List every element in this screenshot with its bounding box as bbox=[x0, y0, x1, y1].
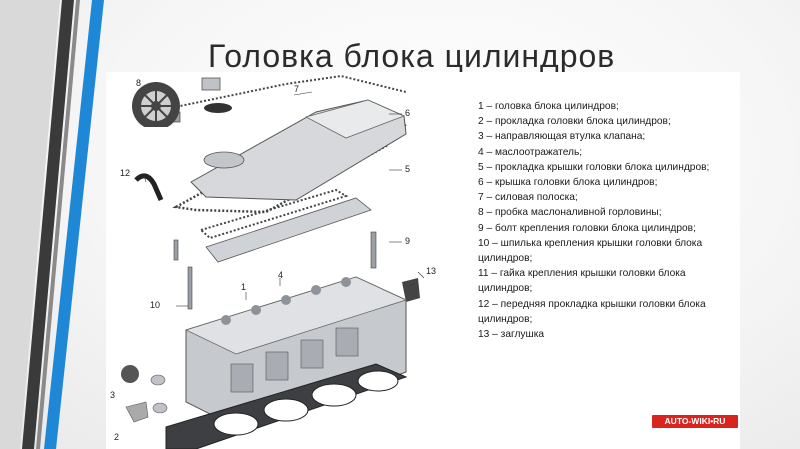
legend-item: 12 – передняя прокладка крышки головки б… bbox=[478, 298, 706, 325]
legend-item: 3 – направляющая втулка клапана; bbox=[478, 131, 646, 143]
part-label-6: 6 bbox=[405, 108, 411, 118]
watermark-label: AUTO-WIKI•RU bbox=[652, 415, 738, 428]
part-label-9: 9 bbox=[405, 236, 411, 246]
part-label-8: 8 bbox=[136, 78, 142, 88]
part-label-4: 4 bbox=[278, 270, 284, 280]
cylinder-head-figure: 11 7 6 12 5 9 13 1 4 10 2 3 8 1 – головк… bbox=[106, 72, 740, 449]
legend-item: 13 – заглушка bbox=[478, 329, 545, 341]
legend-item: 9 – болт крепления головки блока цилиндр… bbox=[478, 222, 696, 234]
part-label-13: 13 bbox=[426, 266, 437, 276]
legend-item: 4 – маслоотражатель; bbox=[478, 146, 583, 158]
slide-title: Головка блока цилиндров bbox=[208, 38, 616, 74]
decorative-stripes bbox=[0, 0, 104, 449]
part-label-5: 5 bbox=[405, 164, 411, 174]
wheel-logo-icon bbox=[132, 82, 180, 127]
part-label-12: 12 bbox=[120, 168, 131, 178]
legend-item: 2 – прокладка головки блока цилиндров; bbox=[478, 116, 671, 128]
legend-item: 5 – прокладка крышки головки блока цилин… bbox=[478, 161, 710, 173]
exploded-diagram bbox=[121, 74, 425, 449]
legend-item: 7 – силовая полоска; bbox=[478, 192, 578, 204]
legend-item: 11 – гайка крепления крышки головки блок… bbox=[478, 268, 686, 295]
part-label-1: 1 bbox=[241, 282, 247, 292]
legend-item: 6 – крышка головки блока цилиндров; bbox=[478, 177, 658, 189]
part-label-3: 3 bbox=[110, 390, 116, 400]
legend-item: 1 – головка блока цилиндров; bbox=[478, 101, 619, 112]
legend-item: 10 – шпилька крепления крышки головки бл… bbox=[478, 237, 703, 265]
legend-item: 8 – пробка маслоналивной горловины; bbox=[478, 207, 662, 219]
part-label-2: 2 bbox=[114, 432, 120, 442]
part-label-7: 7 bbox=[294, 84, 300, 94]
part-label-10: 10 bbox=[150, 300, 161, 310]
parts-legend: 1 – головка блока цилиндров; 2 – проклад… bbox=[478, 99, 740, 342]
